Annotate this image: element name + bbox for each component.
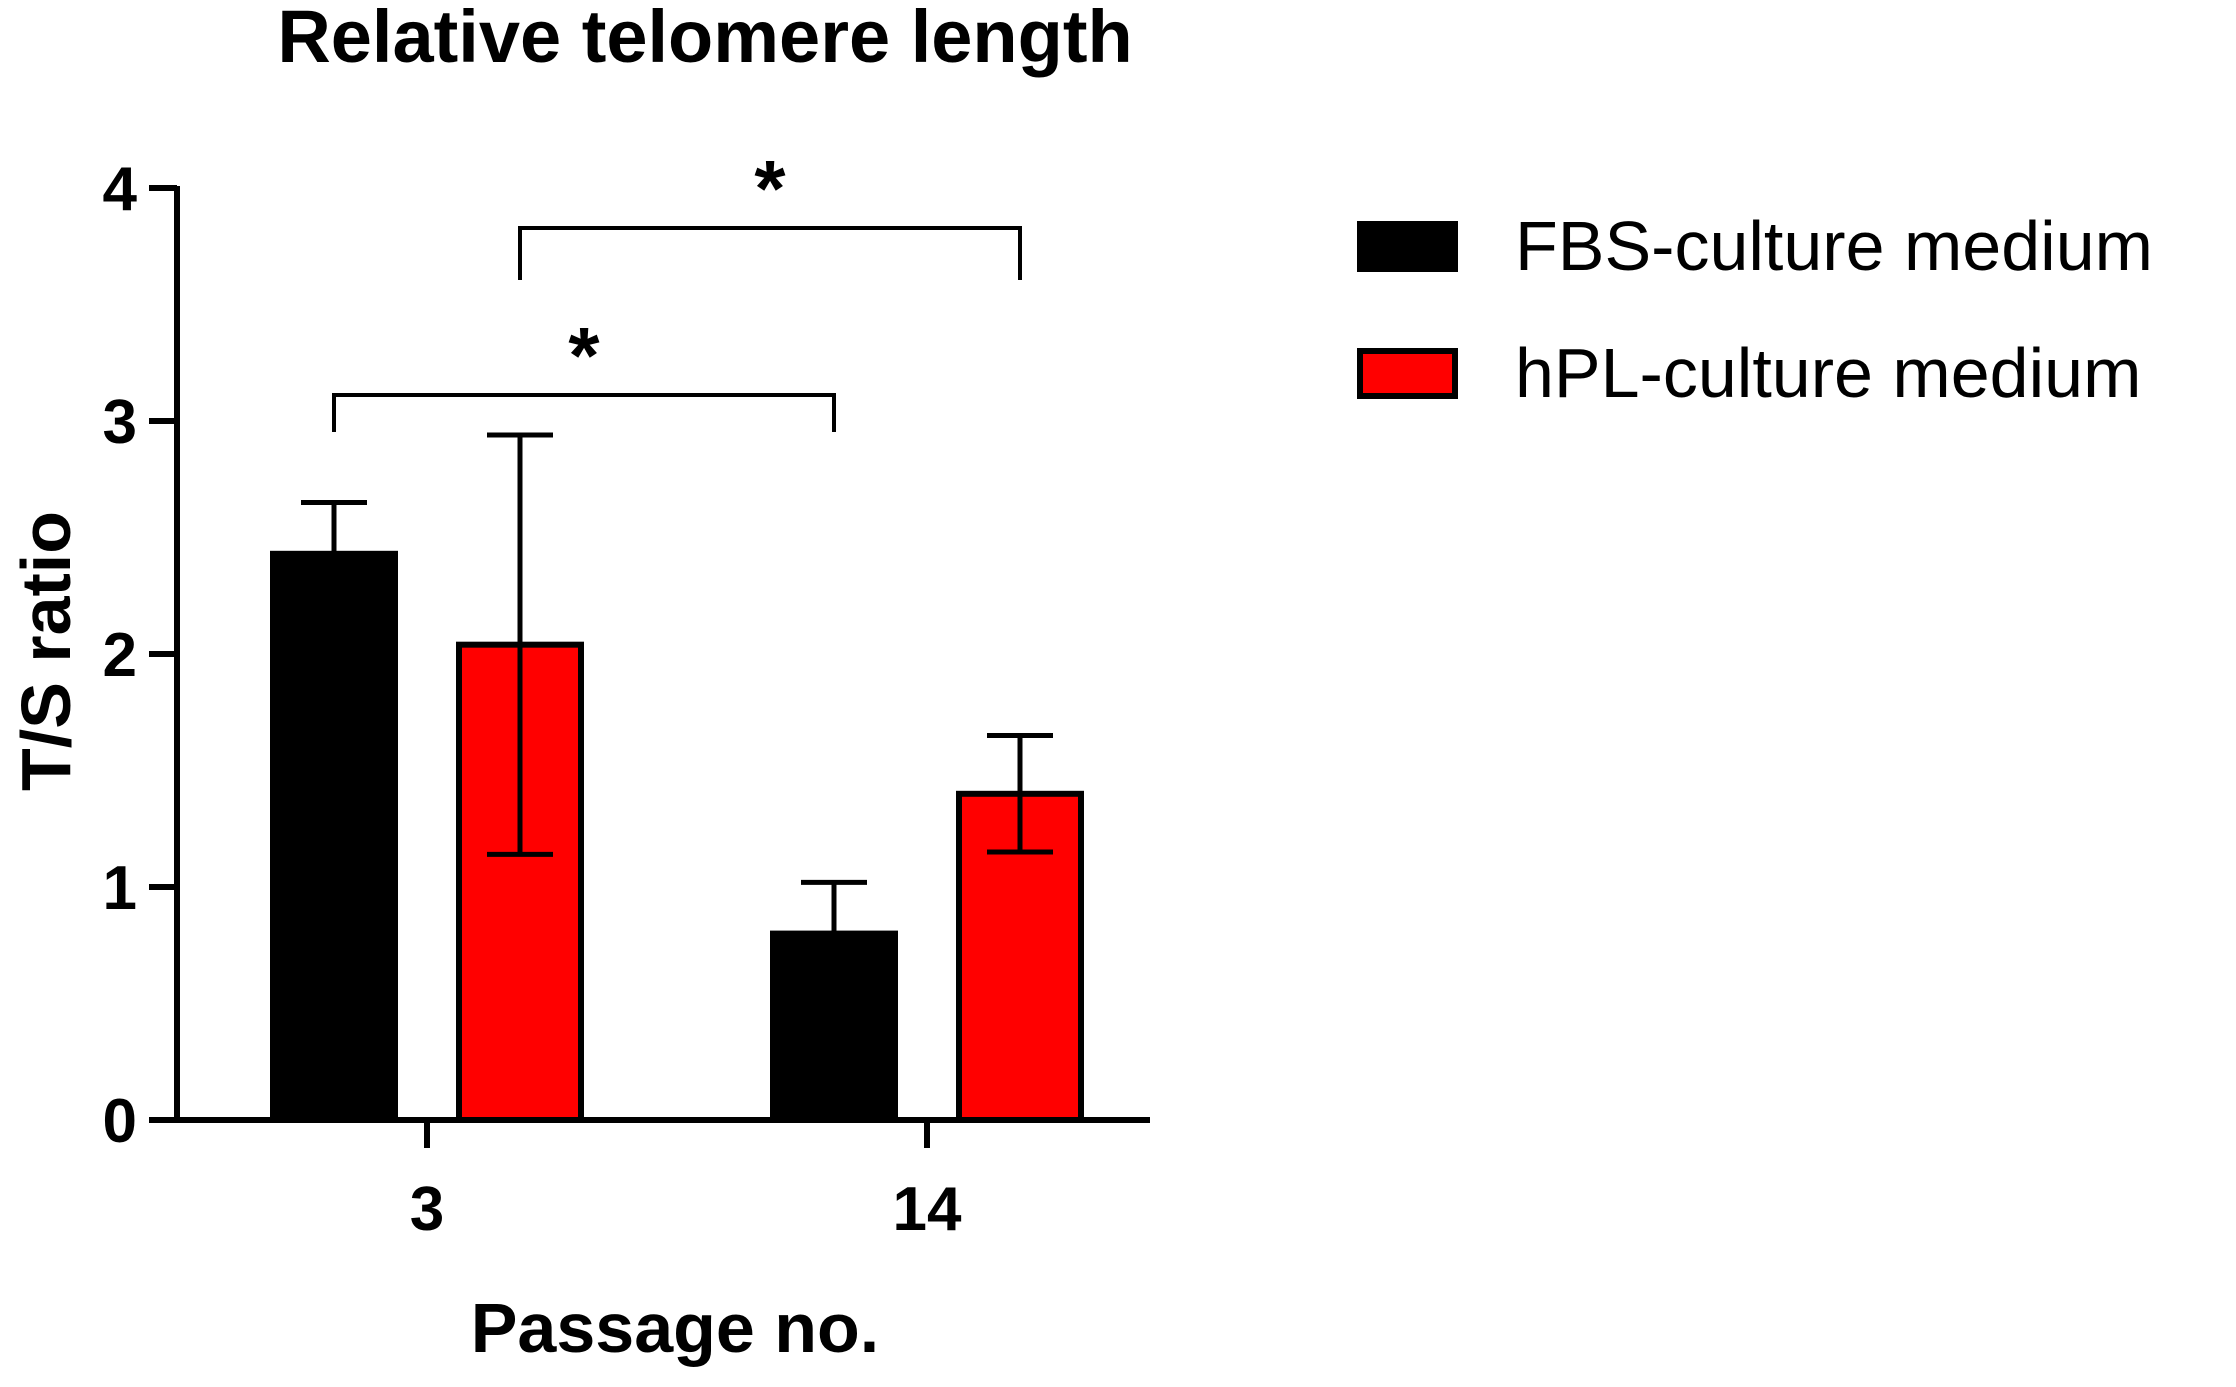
legend-swatch [1357,348,1458,399]
legend-swatch [1357,221,1458,272]
y-tick-label: 1 [103,854,137,923]
significance-bracket [332,393,836,432]
significance-bracket [518,226,1022,280]
legend-label: hPL-culture medium [1515,334,2141,412]
y-tick-label: 3 [103,388,137,457]
chart-title: Relative telomere length [277,0,1132,78]
y-tick-label: 0 [103,1087,137,1156]
x-axis-label: Passage no. [471,1289,880,1367]
legend: FBS-culture medium hPL-culture medium [1357,207,2153,412]
y-tick-label: 4 [103,155,138,224]
significance-label: * [754,144,786,233]
y-axis-label: T/S ratio [7,511,85,791]
legend-label: FBS-culture medium [1515,207,2153,285]
y-tick-label: 2 [103,621,137,690]
bar [270,550,398,1123]
x-tick-label: 3 [410,1175,444,1244]
x-tick-label: 14 [893,1175,962,1244]
significance-label: * [568,311,600,400]
plot-area: 0 1 2 3 4 3 14 * * [103,144,1150,1244]
